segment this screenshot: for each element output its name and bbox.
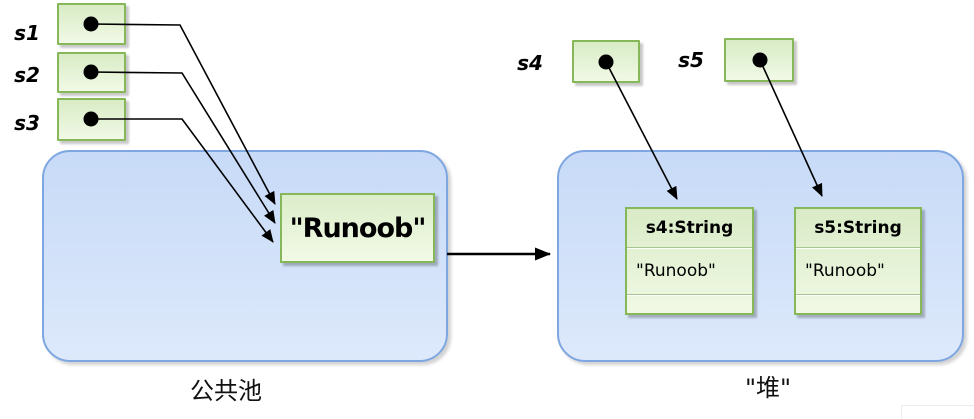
ref-box-s2 — [57, 52, 126, 93]
ref-box-s3 — [57, 98, 126, 141]
ref-box-s1 — [57, 3, 126, 45]
pool-literal-box: "Runoob" — [280, 193, 435, 263]
ref-label-s5: s5 — [678, 48, 704, 72]
ref-label-s3: s3 — [14, 111, 40, 135]
pool-caption: 公共池 — [190, 377, 262, 405]
ref-box-s4 — [572, 40, 640, 83]
ref-label-s4: s4 — [517, 51, 543, 75]
heap-caption: "堆" — [744, 374, 792, 402]
cropped-corner-artifact — [901, 405, 974, 419]
heap-object-s5-value: "Runoob" — [796, 248, 920, 295]
heap-object-s4-value: "Runoob" — [627, 248, 752, 295]
heap-object-s4-footer — [627, 295, 752, 313]
heap-object-s4-title: s4:String — [627, 209, 752, 248]
heap-object-s5: s5:String "Runoob" — [794, 207, 922, 315]
heap-object-s4: s4:String "Runoob" — [625, 207, 754, 315]
ref-label-s2: s2 — [14, 63, 40, 87]
heap-object-s5-title: s5:String — [796, 209, 920, 248]
ref-label-s1: s1 — [14, 21, 40, 45]
heap-object-s5-footer — [796, 295, 920, 313]
pool-literal-text: "Runoob" — [289, 212, 427, 244]
ref-box-s5 — [724, 38, 794, 82]
